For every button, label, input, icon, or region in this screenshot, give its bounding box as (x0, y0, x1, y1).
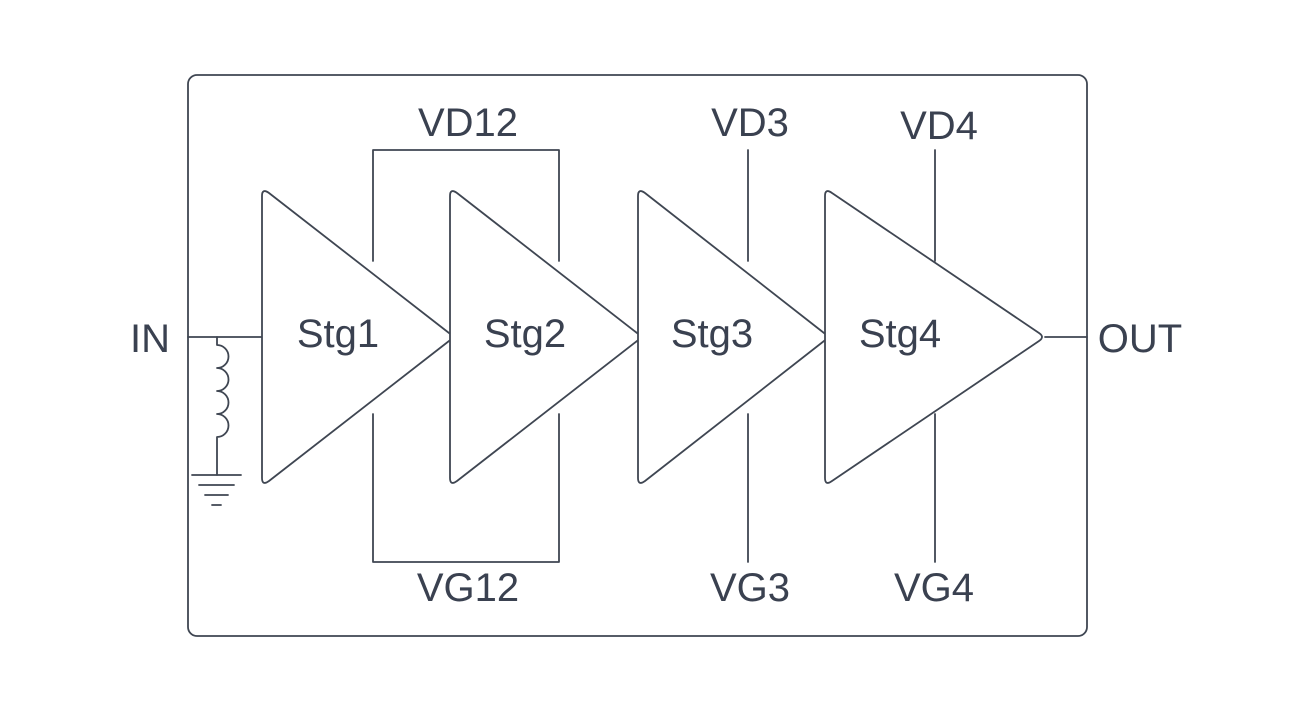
output-port-label: OUT (1098, 317, 1182, 361)
gate-bias-label-12: VG12 (417, 566, 519, 610)
input-port-label: IN (130, 317, 170, 361)
drain-bias-label-12: VD12 (418, 101, 518, 145)
gate-bias-label-4: VG4 (894, 566, 974, 610)
stage-2-label: Stg2 (484, 312, 566, 356)
drain-bias-label-4: VD4 (900, 104, 978, 148)
drain-bias-label-3: VD3 (711, 101, 789, 145)
stage-4-label: Stg4 (859, 312, 941, 356)
stage-4-triangle (824, 190, 1043, 484)
module-outline (187, 74, 1088, 637)
shunt-inductor (216, 336, 230, 476)
stage-1-label: Stg1 (297, 312, 379, 356)
gate-bias-line-12 (372, 413, 560, 563)
stage-3-label: Stg3 (671, 312, 753, 356)
gate-bias-label-3: VG3 (710, 566, 790, 610)
drain-bias-line-12 (372, 149, 560, 262)
ground-symbol (191, 474, 242, 506)
